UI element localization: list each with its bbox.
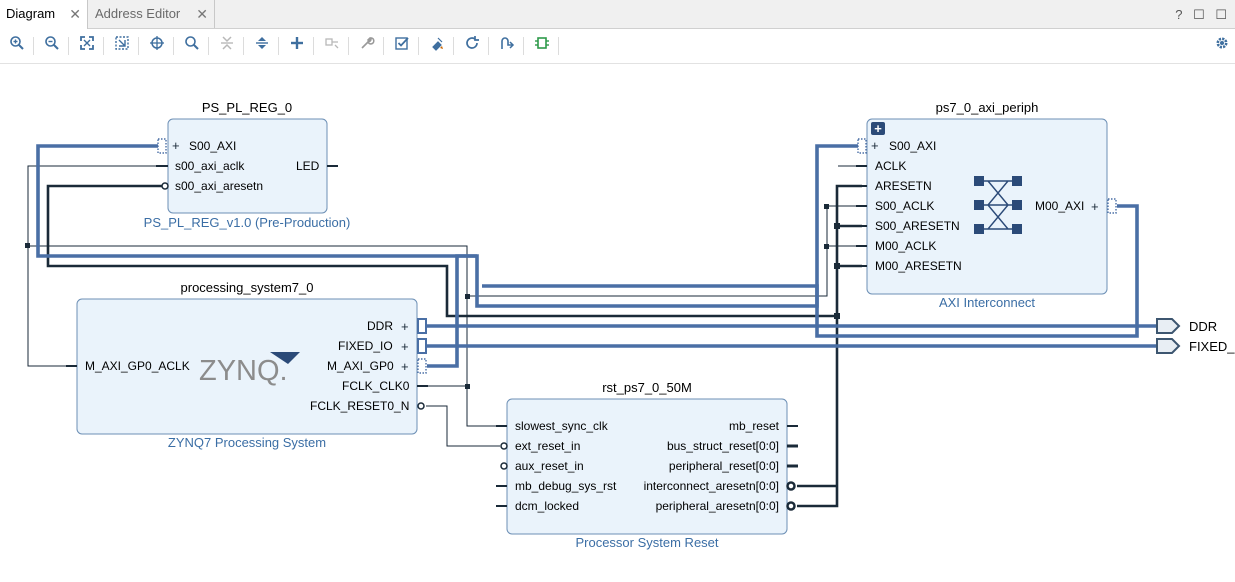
port-label: FIXED_ — [1189, 339, 1235, 354]
pin-label: FCLK_RESET0_N — [310, 399, 409, 413]
zoom-out-icon[interactable] — [41, 35, 63, 57]
expand-interface-icon[interactable]: + — [401, 339, 409, 354]
pin-label: peripheral_aresetn[0:0] — [656, 499, 779, 513]
zynq-logo: ZYNQ. — [199, 355, 288, 387]
pin-label: S00_AXI — [889, 139, 936, 153]
pin-label: peripheral_reset[0:0] — [669, 459, 779, 473]
pin-label: FIXED_IO — [338, 339, 393, 353]
block-subtitle: Processor System Reset — [575, 535, 718, 550]
pin-label: FCLK_CLK0 — [342, 379, 410, 393]
pin-label: S00_ACLK — [875, 199, 934, 213]
make-external-icon[interactable] — [321, 35, 343, 57]
pin-label: dcm_locked — [515, 499, 579, 513]
expand-interface-icon[interactable]: + — [172, 138, 180, 153]
pin-label: aux_reset_in — [515, 459, 584, 473]
axi-interconnect-block[interactable]: ps7_0_axi_periph + + S00_AXI ACLK ARESET… — [856, 100, 1117, 310]
block-title: rst_ps7_0_50M — [602, 380, 692, 395]
pin-label: mb_debug_sys_rst — [515, 479, 617, 493]
pin-label: M00_ACLK — [875, 239, 936, 253]
collapse-icon[interactable] — [216, 35, 238, 57]
close-icon[interactable]: ✕ — [69, 6, 81, 22]
pin-label: s00_axi_aclk — [175, 159, 245, 173]
expand-interface-icon[interactable]: + — [871, 138, 879, 153]
pin-label: ext_reset_in — [515, 439, 580, 453]
ps-pl-reg-block[interactable]: PS_PL_REG_0 + S00_AXI s00_axi_aclk s00_a… — [144, 100, 351, 230]
pin-label: LED — [296, 159, 320, 173]
block-title: PS_PL_REG_0 — [202, 100, 292, 115]
tab-diagram-label: Diagram — [6, 6, 56, 21]
search-icon[interactable] — [181, 35, 203, 57]
block-subtitle: PS_PL_REG_v1.0 (Pre-Production) — [144, 215, 351, 230]
pin-label: mb_reset — [729, 419, 780, 433]
zynq-ps-block[interactable]: processing_system7_0 M_AXI_GP0_ACLK ZYNQ… — [66, 280, 428, 450]
block-title: processing_system7_0 — [181, 280, 314, 295]
expand-block-icon[interactable]: + — [874, 121, 882, 136]
pin-label: S00_ARESETN — [875, 219, 960, 233]
tab-diagram[interactable]: Diagram ✕ — [0, 0, 88, 29]
pin-label: interconnect_aresetn[0:0] — [644, 479, 779, 493]
regenerate-icon[interactable] — [461, 35, 483, 57]
pin-label: M_AXI_GP0 — [327, 359, 394, 373]
validate-icon[interactable] — [391, 35, 413, 57]
optimize-routing-icon[interactable] — [496, 35, 518, 57]
pin-label: ACLK — [875, 159, 906, 173]
run-automation-icon[interactable] — [426, 35, 448, 57]
pin-label: M_AXI_GP0_ACLK — [85, 359, 190, 373]
tab-address-editor[interactable]: Address Editor ✕ — [89, 0, 215, 28]
tab-address-editor-label: Address Editor — [95, 6, 181, 21]
properties-icon[interactable] — [356, 35, 378, 57]
crossbar-icon — [974, 176, 1022, 234]
highlight-icon[interactable] — [531, 35, 553, 57]
restore-icon[interactable]: ☐ — [1193, 7, 1205, 22]
zoom-in-icon[interactable] — [6, 35, 28, 57]
tab-bar: Diagram ✕ Address Editor ✕ ? ☐ ☐ — [0, 0, 1235, 29]
block-subtitle: AXI Interconnect — [939, 295, 1035, 310]
port-label: DDR — [1189, 319, 1217, 334]
expand-interface-icon[interactable]: + — [401, 319, 409, 334]
nets — [25, 144, 1157, 508]
expand-icon[interactable] — [251, 35, 273, 57]
block-title: ps7_0_axi_periph — [936, 100, 1039, 115]
settings-icon[interactable] — [1211, 35, 1233, 57]
external-port-ddr[interactable]: DDR — [1156, 318, 1217, 334]
pin-label: DDR — [367, 319, 393, 333]
autofit-icon[interactable] — [146, 35, 168, 57]
diagram-canvas[interactable]: PS_PL_REG_0 + S00_AXI s00_axi_aclk s00_a… — [0, 64, 1235, 577]
pin-label: ARESETN — [875, 179, 932, 193]
add-ip-icon[interactable] — [286, 35, 308, 57]
close-icon[interactable]: ✕ — [196, 6, 208, 22]
expand-interface-icon[interactable]: + — [1091, 199, 1099, 214]
pin-label: M00_AXI — [1035, 199, 1084, 213]
help-icon[interactable]: ? — [1175, 7, 1183, 22]
diagram-toolbar — [0, 29, 1235, 64]
pin-label: slowest_sync_clk — [515, 419, 609, 433]
external-port-fixed-io[interactable]: FIXED_ — [1156, 338, 1235, 354]
pin-label: M00_ARESETN — [875, 259, 962, 273]
zoom-fit-icon[interactable] — [76, 35, 98, 57]
pin-label: bus_struct_reset[0:0] — [667, 439, 779, 453]
window-controls: ? ☐ ☐ — [1168, 0, 1227, 28]
maximize-icon[interactable]: ☐ — [1215, 7, 1227, 22]
reset-block[interactable]: rst_ps7_0_50M slowest_sync_clk ext_reset… — [496, 380, 798, 550]
zoom-selection-icon[interactable] — [111, 35, 133, 57]
block-subtitle: ZYNQ7 Processing System — [168, 435, 326, 450]
expand-interface-icon[interactable]: + — [401, 359, 409, 374]
pin-label: S00_AXI — [189, 139, 236, 153]
pin-label: s00_axi_aresetn — [175, 179, 263, 193]
